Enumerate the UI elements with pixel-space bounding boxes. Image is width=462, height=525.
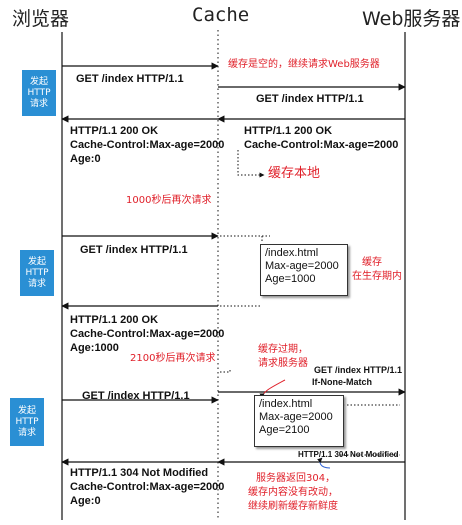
browser-header: 浏览器	[12, 8, 70, 30]
r3-server-note-line3: 继续刷新缓存新鲜度	[248, 501, 338, 512]
r2-browser-response-line1: HTTP/1.1 200 OK	[70, 314, 159, 326]
r1-server-response-line1: HTTP/1.1 200 OK	[244, 125, 333, 137]
badge-line: 请求	[29, 98, 48, 109]
r3-browser-response-line2: Cache-Control:Max-age=2000	[70, 481, 225, 493]
cache-header: Cache	[192, 4, 250, 26]
r3-server-request-line2: If-None-Match	[312, 377, 372, 387]
r2-cache-entry-box: /index.html Max-age=2000 Age=1000	[260, 244, 348, 296]
dotted-r2-bracket	[220, 235, 270, 307]
r3-cache-expired-line2: 请求服务器	[258, 358, 308, 369]
r3-server-request-line1: GET /index HTTP/1.1	[314, 365, 403, 375]
dashed-server-loop	[340, 404, 400, 456]
cache-entry-line: /index.html	[265, 247, 319, 259]
r3-server-response-label: HTTP/1.1 304 Not Modified	[298, 450, 399, 459]
cache-entry-line: Max-age=2000	[259, 411, 333, 423]
between-note-2: 2100秒后再次请求	[130, 353, 216, 364]
r3-cache-expired-line1: 缓存过期，	[258, 344, 308, 355]
badge-line: HTTP	[15, 416, 39, 427]
r2-browser-response-line2: Cache-Control:Max-age=2000	[70, 328, 225, 340]
cache-entry-line: Age=2100	[259, 424, 310, 436]
r3-browser-response-line3: Age:0	[70, 495, 101, 507]
badge-line: HTTP	[27, 87, 51, 98]
badge-line: 请求	[27, 278, 46, 289]
r2-cache-note-line1: 缓存	[362, 257, 382, 268]
r1-store-local-note: 缓存本地	[268, 166, 321, 181]
r1-cache-empty-note: 缓存是空的，继续请求Web服务器	[228, 59, 380, 70]
r3-browser-request-label: GET /index HTTP/1.1	[82, 390, 190, 402]
badge-line: HTTP	[25, 267, 49, 278]
r3-server-note-line1: 服务器返回304，	[256, 473, 336, 484]
r1-server-request-label: GET /index HTTP/1.1	[256, 93, 364, 105]
r3-cache-entry-box: /index.html Max-age=2000 Age=2100	[254, 395, 344, 447]
cache-entry-line: Age=1000	[265, 273, 316, 285]
dotted-store-arrow	[237, 150, 265, 178]
r2-browser-response-line3: Age:1000	[70, 342, 119, 354]
r3-server-note-line2: 缓存内容没有改动，	[248, 487, 338, 498]
r2-browser-request-label: GET /index HTTP/1.1	[80, 244, 188, 256]
r1-browser-request-label: GET /index HTTP/1.1	[76, 73, 184, 85]
r1-browser-response-line1: HTTP/1.1 200 OK	[70, 125, 159, 137]
curved-server-note-arrow	[317, 457, 331, 469]
badge-line: 发起	[27, 256, 46, 267]
r3-browser-response-line1: HTTP/1.1 304 Not Modified	[70, 467, 209, 479]
r2-cache-note-line2: 在生存期内	[352, 271, 402, 282]
request-badge-1: 发起 HTTP 请求	[22, 70, 56, 116]
r1-browser-response-line3: Age:0	[70, 153, 101, 165]
r1-server-response-line2: Cache-Control:Max-age=2000	[244, 139, 399, 151]
badge-line: 发起	[29, 76, 48, 87]
dotted-r3-bracket	[220, 368, 231, 373]
request-badge-2: 发起 HTTP 请求	[20, 250, 54, 296]
badge-line: 请求	[17, 427, 36, 438]
r1-browser-response-line2: Cache-Control:Max-age=2000	[70, 139, 225, 151]
badge-line: 发起	[17, 405, 36, 416]
cache-entry-line: /index.html	[259, 398, 313, 410]
request-badge-3: 发起 HTTP 请求	[10, 398, 44, 446]
between-note-1: 1000秒后再次请求	[126, 195, 212, 206]
server-header: Web服务器	[362, 8, 461, 30]
cache-entry-line: Max-age=2000	[265, 260, 339, 272]
